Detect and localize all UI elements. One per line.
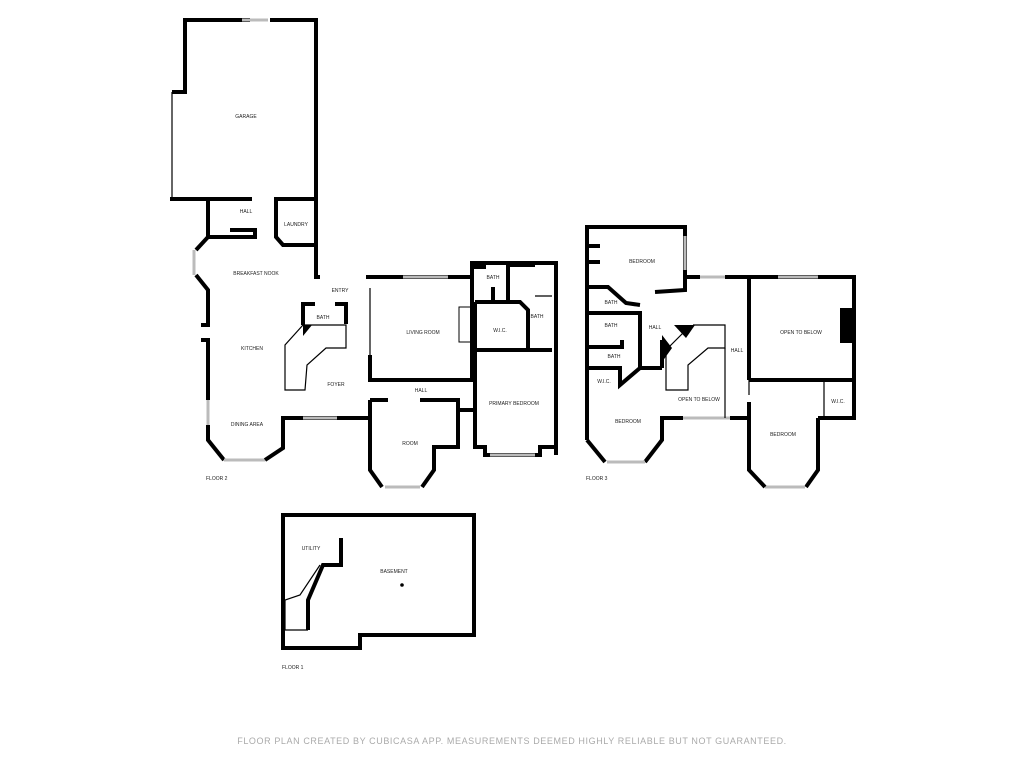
room-label: W.I.C.: [493, 328, 507, 334]
room-label: BATH: [487, 275, 500, 281]
room-label: BATH: [605, 323, 618, 329]
floor3-walls: [585, 225, 856, 489]
room-label: BEDROOM: [615, 419, 641, 425]
floor-label: FLOOR 1: [282, 665, 304, 671]
floor2-walls: [170, 18, 558, 489]
fireplace: [458, 306, 472, 343]
room-label: HALL: [415, 388, 428, 394]
room-label: FOYER: [327, 382, 345, 388]
room-label: UTILITY: [302, 546, 321, 552]
floor-drain: [400, 583, 404, 587]
room-label: BEDROOM: [629, 259, 655, 265]
room-label: KITCHEN: [241, 346, 263, 352]
room-label: BATH: [608, 354, 621, 360]
floor-label: FLOOR 3: [586, 476, 608, 482]
fireplace-upper: [840, 308, 854, 343]
room-label: ROOM: [402, 441, 418, 447]
floor1-walls: [281, 513, 476, 650]
room-label: LAUNDRY: [284, 222, 308, 228]
room-label: LIVING ROOM: [406, 330, 439, 336]
room-label: BEDROOM: [770, 432, 796, 438]
room-label: BATH: [317, 315, 330, 321]
floor-label: FLOOR 2: [206, 476, 228, 482]
room-label: GARAGE: [235, 114, 257, 120]
room-label: PRIMARY BEDROOM: [489, 401, 539, 407]
room-label: W.I.C.: [831, 399, 845, 405]
room-label: OPEN TO BELOW: [678, 397, 720, 403]
room-label: BATH: [605, 300, 618, 306]
room-label: BASEMENT: [380, 569, 408, 575]
room-label: HALL: [240, 209, 253, 215]
disclaimer: FLOOR PLAN CREATED BY CUBICASA APP. MEAS…: [237, 736, 787, 746]
room-label: ENTRY: [332, 288, 350, 294]
room-label: W.I.C.: [597, 379, 611, 385]
room-label: HALL: [731, 348, 744, 354]
room-label: BREAKFAST NOOK: [233, 271, 279, 277]
room-label: BATH: [531, 314, 544, 320]
room-label: OPEN TO BELOW: [780, 330, 822, 336]
room-label: DINING AREA: [231, 422, 264, 428]
room-label: HALL: [649, 325, 662, 331]
